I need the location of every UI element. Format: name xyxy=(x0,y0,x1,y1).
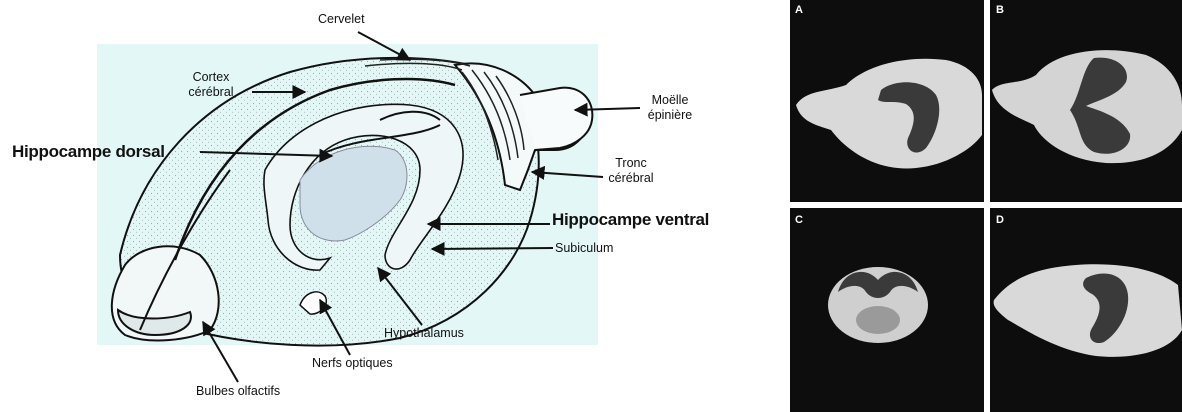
panel-letter-b: B xyxy=(996,4,1004,16)
label-tronc-line1: Tronc xyxy=(596,156,666,171)
label-cortex-line1: Cortex xyxy=(176,70,246,85)
panel-letter-a: A xyxy=(795,4,803,16)
label-tronc-line2: cérébral xyxy=(596,171,666,186)
panel-a xyxy=(790,0,984,202)
label-nerfs-optiques: Nerfs optiques xyxy=(312,356,393,371)
panel-d xyxy=(990,208,1182,412)
label-tronc-cerebral: Tronc cérébral xyxy=(596,156,666,186)
label-hypothalamus: Hypothalamus xyxy=(384,326,464,341)
label-moelle-epiniere: Moëlle épinière xyxy=(640,93,700,123)
mri-panels xyxy=(786,0,1182,412)
label-bulbes-olfactifs: Bulbes olfactifs xyxy=(196,384,280,399)
label-subiculum: Subiculum xyxy=(555,241,613,256)
label-moelle-line1: Moëlle xyxy=(640,93,700,108)
brain-diagram xyxy=(0,0,780,412)
panel-b xyxy=(990,0,1182,202)
panel-letter-d: D xyxy=(996,214,1004,226)
label-moelle-line2: épinière xyxy=(640,108,700,123)
panel-c xyxy=(790,208,984,412)
panel-letter-c: C xyxy=(795,214,803,226)
label-hippocampe-ventral: Hippocampe ventral xyxy=(552,212,709,227)
label-cervelet: Cervelet xyxy=(318,12,365,27)
label-cortex-cerebral: Cortex cérébral xyxy=(176,70,246,100)
label-hippocampe-dorsal: Hippocampe dorsal xyxy=(12,144,165,159)
label-cortex-line2: cérébral xyxy=(176,85,246,100)
